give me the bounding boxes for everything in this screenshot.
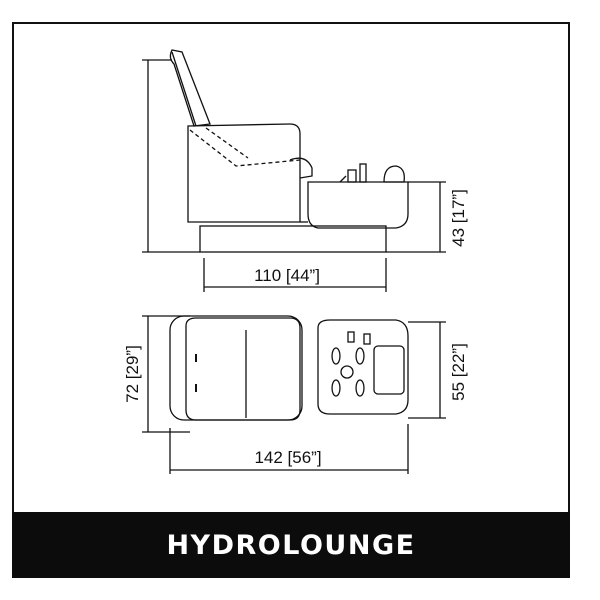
control-knob — [347, 331, 355, 343]
dimension-labels: 110 [44”] 43 [17”] 72 [29”] 55 [22”] 142… — [123, 189, 468, 467]
nozzle — [339, 175, 347, 183]
recline-outline-2 — [205, 127, 249, 159]
jet — [331, 379, 341, 397]
side-view — [142, 49, 446, 292]
backrest-edge — [171, 51, 197, 127]
foot-basin — [307, 181, 409, 229]
jet — [355, 347, 365, 365]
basin-depth-label: 55 [22”] — [449, 343, 468, 401]
bottle-1 — [347, 169, 357, 183]
top-view — [142, 315, 446, 474]
total-length-label: 142 [56”] — [254, 448, 321, 467]
faucet — [383, 165, 405, 183]
height-label: 43 [17”] — [449, 189, 468, 247]
drain — [340, 365, 354, 379]
diagram-frame — [12, 22, 570, 576]
backrest — [169, 49, 211, 127]
basin-top — [317, 319, 409, 415]
base-plinth — [199, 225, 387, 253]
seat-top — [185, 317, 301, 421]
control-knob — [363, 333, 371, 345]
product-banner: HYDROLOUNGE — [12, 512, 570, 578]
basin-tray — [373, 345, 405, 395]
jet — [331, 347, 341, 365]
depth-label: 72 [29”] — [123, 345, 142, 403]
recline-outline — [189, 129, 301, 167]
chair-outline — [169, 315, 303, 421]
bottle-2 — [359, 163, 367, 183]
jet — [355, 379, 365, 397]
product-name: HYDROLOUNGE — [166, 529, 416, 561]
length-label: 110 [44”] — [254, 266, 320, 285]
chair-body — [187, 123, 301, 223]
armrest — [289, 157, 313, 179]
